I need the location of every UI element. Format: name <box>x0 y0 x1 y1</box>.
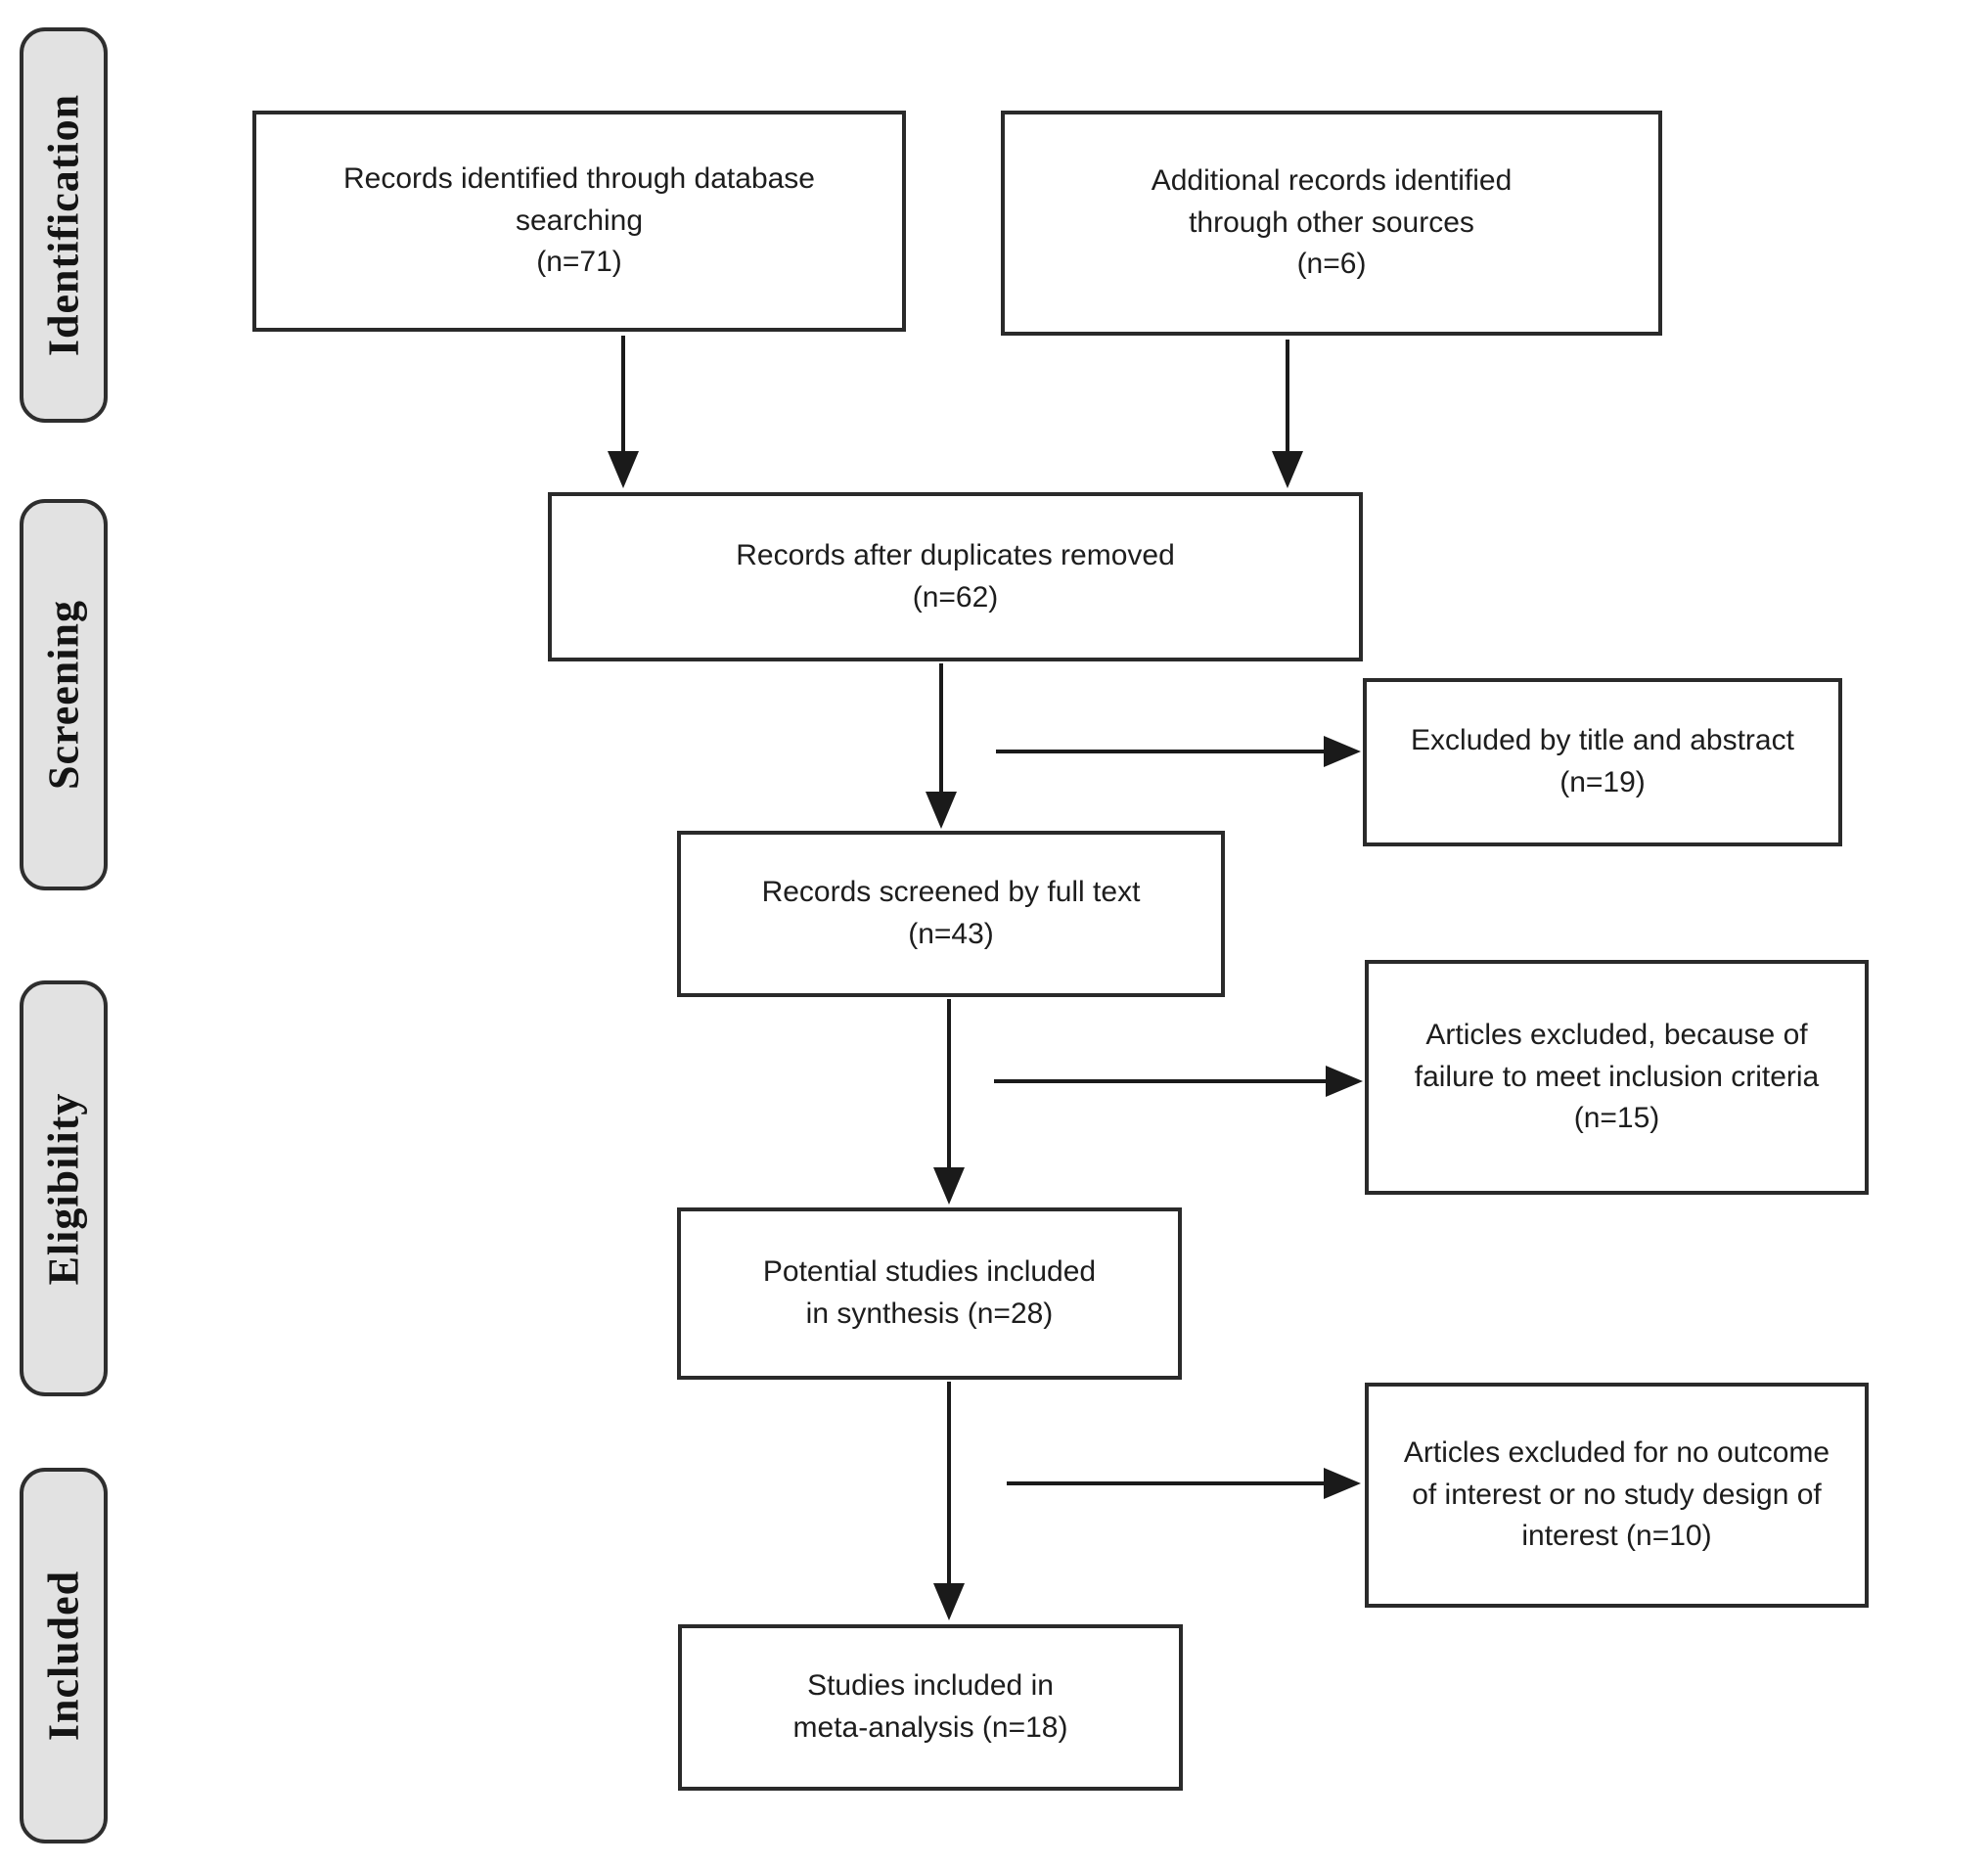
flow-box-records-identified-database: Records identified through database sear… <box>252 111 906 332</box>
arrow-down-icon <box>926 792 957 829</box>
arrow-right-icon <box>1324 1468 1361 1499</box>
flow-box-text: Records screened by full text (n=43) <box>761 876 1141 950</box>
flow-box-text: Potential studies included in synthesis … <box>762 1255 1097 1330</box>
arrow-down-icon <box>608 451 639 488</box>
stage-label-text: Included <box>39 1570 88 1742</box>
flow-box-articles-excluded-criteria: Articles excluded, because of failure to… <box>1365 960 1869 1195</box>
arrow-right-icon <box>1326 1066 1363 1097</box>
stage-label-text: Identification <box>39 93 88 357</box>
arrow-down-icon <box>933 1583 965 1620</box>
arrow-branch-to-excluded-criteria <box>994 1066 1363 1097</box>
stage-label-eligibility: Eligibility <box>20 980 108 1396</box>
flow-box-text: Records after duplicates removed (n=62) <box>736 538 1175 614</box>
arrow-additional-records-to-duplicates <box>1272 340 1303 488</box>
arrow-branch-to-excluded-no-outcome <box>1007 1468 1361 1499</box>
flow-box-studies-included-meta-analysis: Studies included in meta-analysis (n=18) <box>678 1624 1183 1791</box>
flow-box-text: Excluded by title and abstract (n=19) <box>1411 724 1794 798</box>
flow-box-text: Records identified through database sear… <box>343 162 815 279</box>
stage-label-identification: Identification <box>20 27 108 423</box>
arrow-duplicates-to-screened <box>926 663 957 829</box>
arrow-down-icon <box>933 1167 965 1205</box>
flow-box-articles-excluded-no-outcome: Articles excluded for no outcome of inte… <box>1365 1383 1869 1608</box>
flow-box-text: Studies included in meta-analysis (n=18) <box>792 1669 1068 1744</box>
flow-box-text: Articles excluded, because of failure to… <box>1414 1019 1820 1135</box>
stage-label-included: Included <box>20 1468 108 1843</box>
arrow-down-icon <box>1272 451 1303 488</box>
stage-label-text: Screening <box>39 600 88 790</box>
flow-box-text: Additional records identified through ot… <box>1151 164 1513 281</box>
arrow-branch-to-excluded-title-abstract <box>996 736 1361 767</box>
stage-label-text: Eligibility <box>39 1092 88 1285</box>
flow-box-potential-studies-synthesis: Potential studies included in synthesis … <box>677 1207 1182 1380</box>
arrow-screened-to-synthesis <box>933 999 965 1205</box>
flow-box-records-after-duplicates: Records after duplicates removed (n=62) <box>548 492 1363 661</box>
flow-box-additional-records: Additional records identified through ot… <box>1001 111 1662 336</box>
flow-box-records-screened-full-text: Records screened by full text (n=43) <box>677 831 1225 997</box>
arrow-database-records-to-duplicates <box>608 336 639 488</box>
flow-box-text: Articles excluded for no outcome of inte… <box>1403 1436 1830 1553</box>
stage-label-screening: Screening <box>20 499 108 890</box>
flow-box-excluded-title-abstract: Excluded by title and abstract (n=19) <box>1363 678 1842 846</box>
arrow-synthesis-to-meta-analysis <box>933 1382 965 1620</box>
arrow-right-icon <box>1324 736 1361 767</box>
